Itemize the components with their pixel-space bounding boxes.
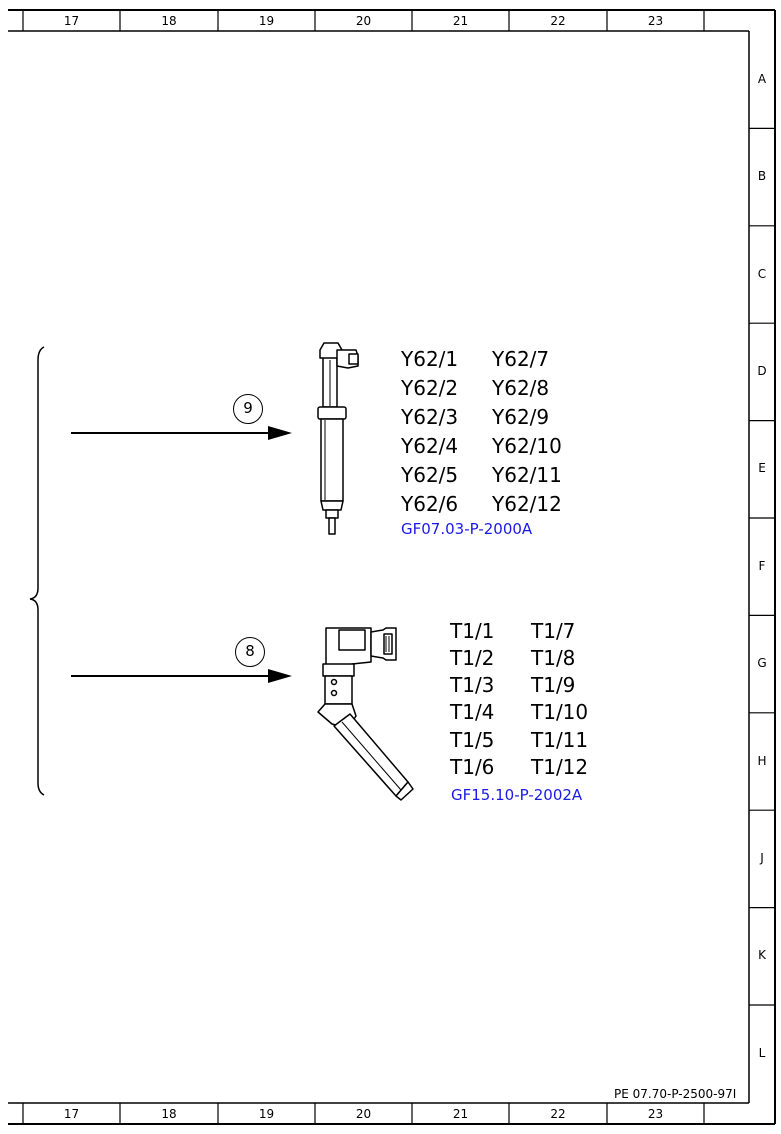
component-code: Y62/11 [492, 463, 562, 487]
row-label: H [757, 753, 767, 768]
component-code: Y62/4 [401, 434, 459, 458]
row-label: L [758, 1045, 766, 1060]
callout-9: 9 [233, 394, 263, 424]
reference-link-injectors[interactable]: GF07.03-P-2000A [401, 520, 533, 538]
column-label: 18 [161, 1107, 177, 1121]
component-code: T1/9 [531, 673, 576, 697]
column-label: 23 [647, 1107, 664, 1121]
reference-link-glow-plugs[interactable]: GF15.10-P-2002A [451, 786, 583, 804]
row-label: A [757, 71, 767, 86]
component-code: Y62/10 [492, 434, 562, 458]
component-code: Y62/5 [401, 463, 459, 487]
component-code: T1/4 [450, 700, 495, 724]
component-code: Y62/6 [401, 492, 459, 516]
column-label: 17 [63, 1107, 80, 1121]
column-label: 22 [550, 14, 566, 28]
component-code: Y62/3 [401, 405, 459, 429]
component-code: T1/11 [531, 728, 589, 752]
component-code: T1/10 [531, 700, 589, 724]
arrow-group-9 [71, 426, 292, 440]
column-label: 17 [63, 14, 80, 28]
row-label: D [757, 363, 767, 378]
row-label: J [760, 850, 764, 865]
row-label: F [758, 558, 766, 573]
column-label: 20 [355, 1107, 372, 1121]
glow-plug-icon [317, 627, 414, 801]
column-label: 21 [452, 1107, 469, 1121]
injector-icon [317, 342, 359, 535]
column-label: 19 [258, 1107, 275, 1121]
component-code: T1/1 [450, 619, 495, 643]
component-code: Y62/7 [492, 347, 550, 371]
component-code: T1/6 [450, 755, 495, 779]
column-label: 22 [550, 1107, 566, 1121]
component-code: Y62/9 [492, 405, 550, 429]
document-reference: PE 07.70-P-2500-97I [614, 1087, 737, 1101]
row-label: G [757, 656, 767, 671]
column-label: 23 [647, 14, 664, 28]
callout-8: 8 [235, 637, 265, 667]
column-label: 20 [355, 14, 372, 28]
component-code: Y62/8 [492, 376, 550, 400]
component-code: Y62/12 [492, 492, 562, 516]
component-code: T1/8 [531, 646, 576, 670]
row-label: E [758, 461, 766, 476]
row-label: K [758, 948, 766, 963]
component-code: T1/7 [531, 619, 576, 643]
column-label: 21 [452, 14, 469, 28]
row-label: B [757, 169, 767, 184]
component-code: T1/12 [531, 755, 589, 779]
row-label: C [757, 266, 767, 281]
component-code: T1/2 [450, 646, 495, 670]
group-brace [29, 346, 45, 796]
arrow-group-8 [71, 669, 292, 683]
component-code: T1/5 [450, 728, 495, 752]
component-code: T1/3 [450, 673, 495, 697]
column-label: 19 [258, 14, 275, 28]
component-code: Y62/2 [401, 376, 459, 400]
column-label: 18 [161, 14, 177, 28]
component-code: Y62/1 [401, 347, 459, 371]
